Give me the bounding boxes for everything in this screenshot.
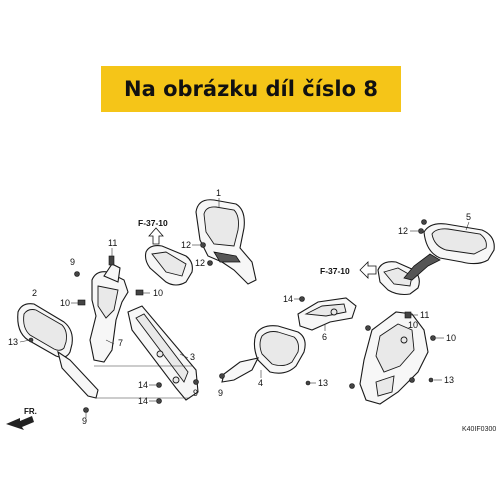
headlight-cowl-part xyxy=(195,199,257,285)
turn-signal-left-part xyxy=(144,245,193,286)
label-7: 7 xyxy=(118,338,123,348)
label-11b: 11 xyxy=(420,310,429,320)
label-9d: 9 xyxy=(218,388,223,398)
label-14c: 14 xyxy=(283,294,293,304)
turn-signal-right-part xyxy=(377,261,420,296)
label-11a: 11 xyxy=(108,238,117,248)
label-6: 6 xyxy=(322,332,327,342)
label-10a: 10 xyxy=(60,298,70,308)
stay-arm-part xyxy=(127,305,199,401)
diagram-code: K40IF0300 xyxy=(462,426,496,433)
label-13b: 13 xyxy=(318,378,328,388)
center-link-part xyxy=(297,297,357,331)
mirror-left-part xyxy=(17,303,99,399)
label-4: 4 xyxy=(258,378,263,388)
mirror-right-part xyxy=(221,325,306,383)
label-1: 1 xyxy=(216,188,221,198)
front-marker: FR. xyxy=(24,407,37,416)
label-2: 2 xyxy=(32,288,37,298)
label-13c: 13 xyxy=(444,375,454,385)
label-10b: 10 xyxy=(153,288,163,298)
label-5: 5 xyxy=(466,212,471,222)
front-direction-arrow: FR. xyxy=(6,407,37,430)
label-14a: 14 xyxy=(138,380,148,390)
part-number-banner: Na obrázku díl číslo 8 xyxy=(101,66,401,112)
label-9a: 9 xyxy=(70,257,75,267)
label-10c: 10 xyxy=(408,320,418,330)
label-3: 3 xyxy=(190,352,195,362)
reference-right: F-37-10 xyxy=(320,261,377,279)
label-13a: 13 xyxy=(8,337,18,347)
reference-right-label: F-37-10 xyxy=(320,266,350,276)
reference-left-label: F-37-10 xyxy=(138,218,168,228)
reference-left: F-37-10 xyxy=(138,218,168,245)
label-9c: 9 xyxy=(193,388,198,398)
banner-text: Na obrázku díl číslo 8 xyxy=(124,77,378,101)
label-9b: 9 xyxy=(82,416,87,426)
tail-light-part xyxy=(403,223,495,281)
label-12b: 12 xyxy=(195,258,205,268)
mirror-bracket-part xyxy=(89,263,129,363)
label-12c: 12 xyxy=(398,226,408,236)
label-10d: 10 xyxy=(446,333,456,343)
label-14b: 14 xyxy=(138,396,148,406)
label-12a: 12 xyxy=(181,240,191,250)
rear-under-cover-part xyxy=(359,311,429,405)
